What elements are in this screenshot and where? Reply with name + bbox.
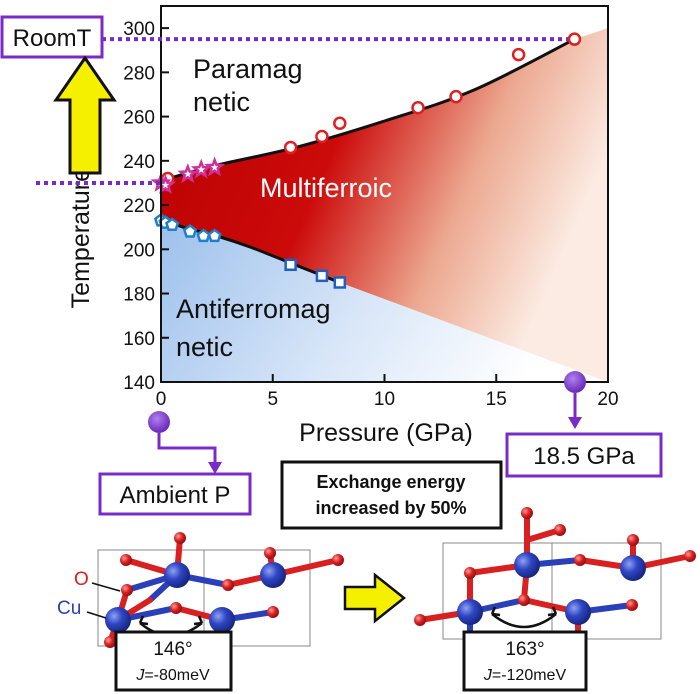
copper-atom-label: Cu	[57, 598, 81, 619]
lower-phase-boundary	[160, 216, 341, 284]
data-point-pentagon	[196, 228, 211, 243]
x-axis-label: Pressure (GPa)	[299, 419, 473, 447]
high-pressure-j-symbol: J	[483, 667, 493, 684]
region-label-antiferromagnetic-1: Antiferromag	[176, 294, 331, 324]
ambient-crystal-structure	[97, 532, 344, 648]
plot-area: 0 5 10 15 20 140 160 180 200 220 240 260 280 300 Para…	[67, 5, 619, 447]
high-pressure-exchange-energy: J=-120meV	[483, 667, 567, 684]
data-point-square	[284, 258, 297, 272]
y-tick-label: 140	[123, 373, 155, 394]
data-point-pentagon	[182, 224, 198, 238]
high-pressure-label: 18.5 GPa	[533, 443, 635, 470]
y-tick-label: 240	[123, 152, 155, 173]
room-temperature-arrow-icon	[53, 55, 117, 175]
data-point-circle	[567, 32, 582, 46]
high-pressure-j-value: =-120meV	[492, 667, 567, 684]
x-tick-label: 5	[267, 389, 278, 410]
y-tick-label: 160	[123, 329, 155, 350]
data-point-circle	[511, 47, 526, 62]
data-point-star	[190, 158, 212, 179]
data-point-circle	[333, 116, 347, 130]
high-pressure-bond-angle: 163°	[505, 639, 544, 660]
roomt-box	[0, 15, 104, 59]
region-label-antiferromagnetic-2: netic	[176, 332, 233, 362]
data-point-star	[204, 156, 226, 177]
transition-arrow-icon	[343, 572, 407, 624]
y-tick-label: 220	[123, 196, 155, 217]
antiferromagnetic-region	[161, 218, 608, 382]
data-point-pentagon	[165, 217, 180, 232]
data-markers	[150, 32, 582, 289]
exchange-energy-line-2: increased by 50%	[315, 498, 466, 518]
region-label-paramagnetic-1: Paramag	[193, 54, 303, 84]
data-point-circle	[411, 100, 425, 115]
region-label-paramagnetic-2: netic	[193, 87, 250, 117]
ambient-j-symbol: J	[135, 667, 145, 684]
x-tick-label: 10	[374, 389, 395, 410]
x-tick-label: 0	[156, 389, 167, 410]
data-point-circle	[315, 129, 329, 144]
data-point-circle	[283, 140, 298, 155]
ambient-j-value: =-80meV	[144, 667, 210, 684]
y-tick-label: 280	[123, 63, 155, 84]
ambient-pressure-box	[98, 472, 252, 516]
data-point-square	[333, 276, 347, 289]
ambient-pressure-label: Ambient P	[120, 482, 231, 509]
high-pressure-marker-icon	[564, 371, 586, 429]
y-tick-label: 300	[123, 19, 155, 40]
x-tick-label: 15	[486, 389, 507, 410]
region-label-multiferroic: Multiferroic	[260, 173, 392, 203]
y-tick-label: 180	[123, 285, 155, 306]
y-tick-label: 200	[123, 240, 155, 261]
x-tick-label: 20	[597, 389, 618, 410]
ambient-angle-box	[114, 630, 233, 692]
roomt-label: RoomT	[13, 25, 92, 52]
ambient-bond-angle: 146°	[153, 639, 192, 660]
oxygen-pointer	[91, 582, 121, 592]
multiferroic-region	[161, 28, 608, 383]
data-point-pentagon	[207, 228, 222, 243]
ambient-exchange-energy: J=-80meV	[135, 667, 210, 684]
oxygen-atom-label: O	[74, 569, 89, 590]
high-pressure-angle-box	[462, 630, 588, 692]
data-point-circle	[449, 89, 463, 104]
exchange-energy-line-1: Exchange energy	[316, 472, 465, 492]
high-pressure-box	[505, 432, 663, 478]
ambient-pressure-marker-icon	[148, 411, 222, 474]
data-point-square	[315, 269, 329, 283]
data-point-star	[177, 163, 199, 184]
axis-ticks: 0 5 10 15 20 140 160 180 200 220 240 260 280 300	[123, 19, 618, 410]
exchange-energy-box	[280, 460, 503, 530]
copper-pointer	[86, 611, 107, 619]
y-tick-label: 260	[123, 108, 155, 129]
